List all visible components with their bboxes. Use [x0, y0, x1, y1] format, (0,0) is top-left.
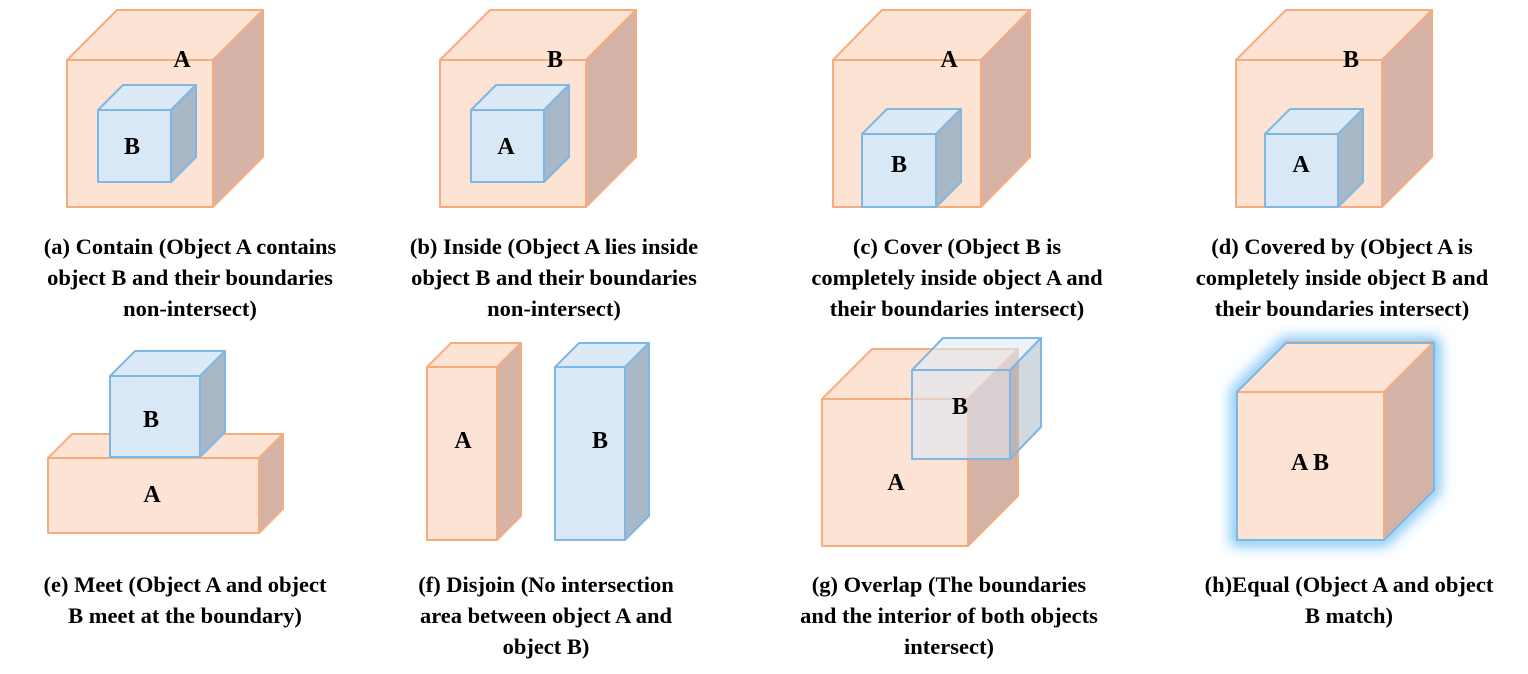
pillar-f-a-side-face: [496, 342, 522, 541]
label-a-outer: A: [173, 47, 191, 73]
cube-g-b-side-face: [1009, 337, 1042, 460]
cube-d-inner-side-face: [1337, 108, 1364, 208]
cube-c-outer-side-face: [980, 9, 1031, 208]
caption-b-line-3: non-intersect): [487, 296, 621, 321]
cube-c-inner: [861, 108, 962, 208]
label-f-a: A: [454, 428, 472, 454]
caption-f: (f) Disjoin (No intersection area betwee…: [361, 569, 731, 662]
label-a-inner: B: [124, 134, 140, 160]
label-g-a: A: [887, 470, 905, 496]
caption-g-line-2: and the interior of both objects: [800, 603, 1098, 628]
pillar-f-a: [426, 342, 522, 541]
pillar-f-b: [554, 342, 650, 541]
cube-g-b: [911, 337, 1042, 460]
label-b-outer: B: [547, 47, 563, 73]
label-f-b: B: [592, 428, 608, 454]
cube-c-inner-side-face: [935, 108, 962, 208]
pillar-f-b-front-face: [554, 366, 626, 541]
caption-d-line-2: completely inside object B and: [1195, 265, 1489, 290]
caption-e: (e) Meet (Object A and object B meet at …: [0, 569, 370, 631]
cube-h-outline: [1236, 342, 1435, 541]
label-d-inner: A: [1292, 152, 1310, 178]
caption-b-line-1: (b) Inside (Object A lies inside: [409, 234, 699, 259]
caption-a-line-2: object B and their boundaries: [47, 265, 333, 290]
caption-f-line-1: (f) Disjoin (No intersection: [418, 572, 674, 597]
caption-h: (h)Equal (Object A and object B match): [1164, 569, 1528, 631]
caption-a-line-1: (a) Contain (Object A contains: [43, 234, 337, 259]
cube-e-top: [109, 350, 226, 458]
slab-e-side-face: [258, 433, 284, 534]
caption-c-line-3: their boundaries intersect): [829, 296, 1085, 321]
cube-b-inner-side-face: [543, 84, 570, 183]
pillar-f-b-side-face: [624, 342, 650, 541]
caption-e-line-1: (e) Meet (Object A and object: [43, 572, 327, 597]
cube-a-outer-side-face: [212, 9, 264, 208]
caption-a: (a) Contain (Object A contains object B …: [5, 231, 375, 324]
caption-f-line-2: area between object A and: [419, 603, 673, 628]
label-e-top: B: [143, 407, 159, 433]
caption-g: (g) Overlap (The boundaries and the inte…: [764, 569, 1134, 662]
caption-c-line-2: completely inside object A and: [811, 265, 1103, 290]
caption-g-line-3: intersect): [904, 634, 994, 659]
caption-f-line-3: object B): [502, 634, 590, 659]
caption-h-line-2: B match): [1304, 603, 1394, 628]
caption-a-line-3: non-intersect): [123, 296, 257, 321]
cube-a-inner: [97, 84, 197, 183]
caption-c: (c) Cover (Object B is completely inside…: [772, 231, 1142, 324]
label-d-outer: B: [1343, 47, 1359, 73]
caption-d-line-1: (d) Covered by (Object A is: [1211, 234, 1473, 259]
label-h: A B: [1291, 450, 1329, 476]
caption-d: (d) Covered by (Object A is completely i…: [1157, 231, 1527, 324]
cube-e-top-side-face: [199, 350, 226, 458]
caption-b: (b) Inside (Object A lies inside object …: [369, 231, 739, 324]
caption-g-line-1: (g) Overlap (The boundaries: [811, 572, 1087, 597]
label-g-b: B: [952, 394, 968, 420]
cube-d-outer-side-face: [1381, 9, 1433, 208]
label-c-inner: B: [891, 152, 907, 178]
caption-c-line-1: (c) Cover (Object B is: [852, 234, 1062, 259]
cube-a-inner-side-face: [170, 84, 197, 183]
cube-b-outer-side-face: [585, 9, 637, 208]
cube-h: [1236, 341, 1435, 541]
caption-h-line-1: (h)Equal (Object A and object: [1204, 572, 1494, 597]
cube-b-inner: [470, 84, 570, 183]
label-b-inner: A: [497, 134, 515, 160]
caption-b-line-2: object B and their boundaries: [411, 265, 697, 290]
caption-d-line-3: their boundaries intersect): [1214, 296, 1470, 321]
label-c-outer: A: [940, 47, 958, 73]
cube-d-inner: [1264, 108, 1364, 208]
label-e-bottom: A: [143, 482, 161, 508]
caption-e-line-2: B meet at the boundary): [68, 603, 302, 628]
